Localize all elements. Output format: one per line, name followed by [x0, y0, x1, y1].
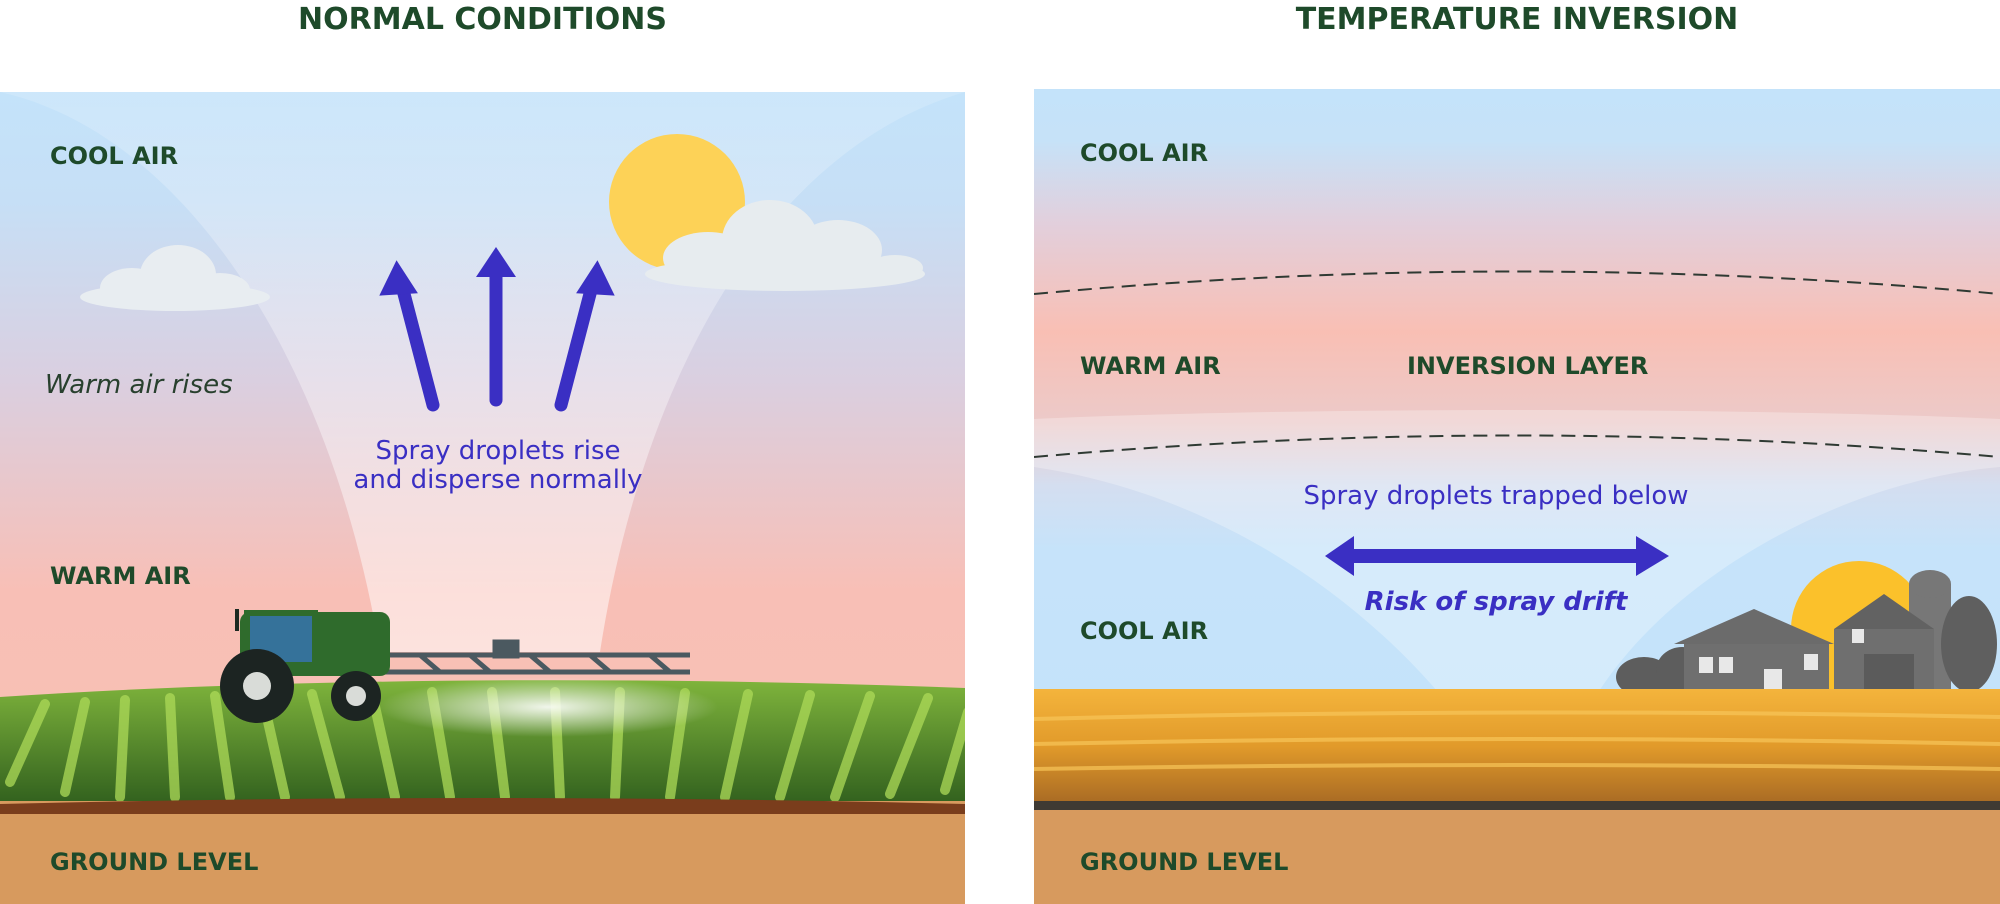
soil-layer [0, 801, 965, 904]
spray-trapped-caption: Spray droplets trapped below [1303, 481, 1689, 511]
temperature-inversion-panel: COOL AIR WARM AIR INVERSION LAYER Spray … [1034, 89, 2000, 904]
sprayer-boom-icon [385, 639, 690, 675]
warm-air-label: WARM AIR [50, 562, 191, 590]
cool-air-top-label: COOL AIR [1080, 139, 1209, 167]
soil-layer [1034, 804, 2000, 904]
ground-level-label: GROUND LEVEL [50, 848, 259, 876]
warm-air-rises-note: Warm air rises [45, 370, 233, 400]
ground-level-label: GROUND LEVEL [1080, 848, 1289, 876]
rising-arrow-icon [476, 247, 516, 407]
temperature-inversion-title: TEMPERATURE INVERSION [1295, 2, 1739, 37]
normal-conditions-illustration [0, 92, 965, 904]
spray-rise-line-2: and disperse normally [353, 465, 643, 495]
inversion-boundary-bottom [1034, 434, 2000, 458]
inversion-boundary-top [1034, 270, 2000, 295]
drift-arrow-icon [1325, 536, 1669, 576]
tractor-icon [220, 609, 390, 723]
temperature-inversion-illustration [1034, 89, 2000, 904]
cloud-icon [80, 245, 270, 311]
spray-rise-caption: Spray droplets rise and disperse normall… [300, 437, 696, 495]
normal-conditions-panel: COOL AIR Warm air rises Spray droplets r… [0, 92, 965, 904]
warm-air-label: WARM AIR [1080, 352, 1221, 380]
risk-of-spray-drift-caption: Risk of spray drift [1364, 587, 1628, 617]
normal-conditions-title: NORMAL CONDITIONS [298, 2, 667, 37]
soil-edge [1034, 801, 2000, 810]
inversion-layer-label: INVERSION LAYER [1407, 352, 1649, 380]
rising-arrow-icon [379, 260, 440, 412]
spray-rise-line-1: Spray droplets rise [375, 436, 621, 466]
spray-mist [378, 677, 718, 737]
cool-air-label: COOL AIR [50, 142, 179, 170]
wheat-rows [1034, 710, 2000, 771]
cool-air-bottom-label: COOL AIR [1080, 617, 1209, 645]
wheat-field [1034, 689, 2000, 804]
soil-edge [0, 798, 965, 814]
rising-arrow-icon [554, 260, 615, 412]
cloud-icon [645, 200, 925, 291]
